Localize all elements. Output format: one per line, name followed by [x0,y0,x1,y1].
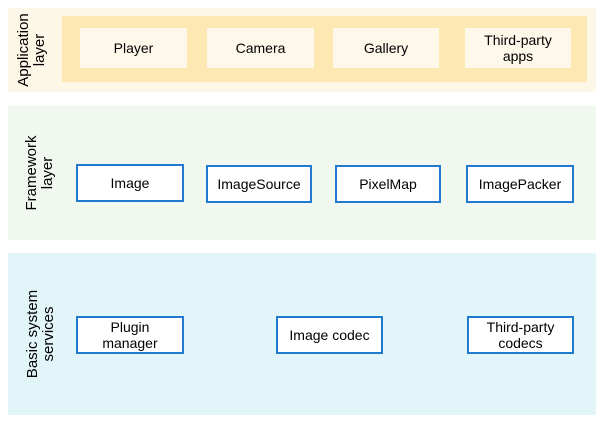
fw-box-pixelmap: PixelMap [335,165,441,203]
application-label-line1: Application [15,13,32,87]
bs-box-image-codec-label: Image codec [289,327,370,343]
basic-label-line2: services [40,306,57,362]
framework-layer-label: Framework layer [23,133,56,213]
fw-box-imagepacker: ImagePacker [466,165,574,203]
app-box-gallery: Gallery [333,28,439,68]
app-box-player-label: Player [113,40,154,56]
application-layer-label: Application layer [15,2,48,98]
app-box-player: Player [80,28,187,68]
app-box-camera-label: Camera [235,40,286,56]
application-layer: Application layer Player Camera Gallery … [8,8,596,92]
basic-label-line1: Basic system [24,289,41,379]
bs-box-image-codec: Image codec [276,316,383,354]
app-box-gallery-label: Gallery [363,40,409,56]
fw-box-pixelmap-label: PixelMap [359,176,417,192]
fw-box-imagepacker-label: ImagePacker [478,176,562,192]
basic-services-layer-label: Basic system services [24,284,57,384]
fw-box-image-label: Image [110,175,150,191]
framework-label-line1: Framework [23,135,40,211]
application-label-line2: layer [31,33,48,67]
framework-label-line2: layer [39,156,56,190]
fw-box-imagesource-label: ImageSource [217,176,301,192]
fw-box-imagesource: ImageSource [206,165,312,203]
fw-box-image: Image [76,164,184,202]
app-box-camera: Camera [207,28,314,68]
framework-layer: Framework layer Image ImageSource PixelM… [8,106,596,240]
